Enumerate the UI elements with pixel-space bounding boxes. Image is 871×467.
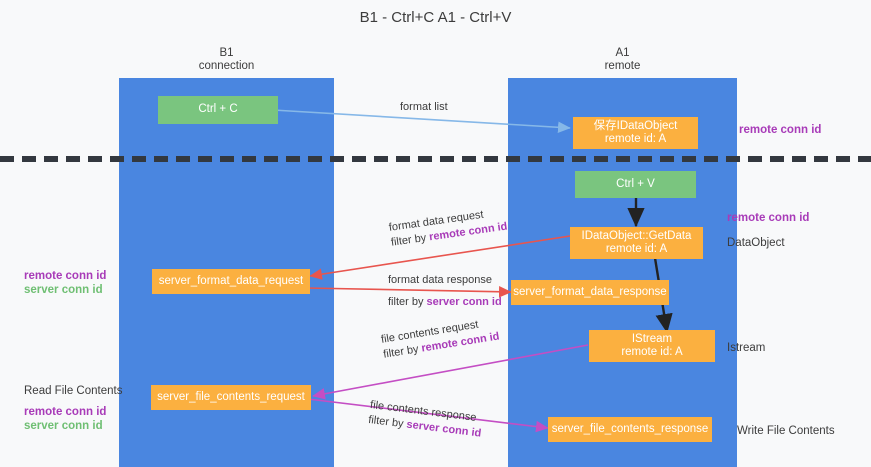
side-label-left-server-conn-id-2: server conn id <box>24 420 103 432</box>
side-label-left-server-conn-id-1: server conn id <box>24 284 103 296</box>
box-ctrl-v-label: Ctrl + V <box>616 177 655 190</box>
arrow-label-format-data-response-line1: format data response <box>388 274 492 286</box>
arrow-label-format-data-response-line2: filter by server conn id <box>388 295 502 310</box>
box-server-format-data-response[interactable]: server_format_data_response <box>511 280 669 305</box>
lane-header-b1: B1 connection <box>149 47 304 73</box>
box-server-file-contents-request[interactable]: server_file_contents_request <box>151 385 311 410</box>
box-save-idataobject-line1: 保存IDataObject <box>593 119 678 132</box>
arrow-label-format-list: format list <box>400 101 448 113</box>
side-label-dataobject: DataObject <box>727 237 785 249</box>
box-server-file-contents-response-label: server_file_contents_response <box>551 422 709 435</box>
lane-a1-name: A1 <box>615 47 630 59</box>
side-label-istream: Istream <box>727 342 766 354</box>
box-ctrl-v[interactable]: Ctrl + V <box>575 171 696 198</box>
box-getdata-line2: remote id: A <box>605 243 668 255</box>
box-idataobject-getdata[interactable]: IDataObject::GetData remote id: A <box>570 227 703 259</box>
lane-a1-role: remote <box>604 60 641 72</box>
box-server-format-data-response-label: server_format_data_response <box>513 285 667 298</box>
arrow-label-file-contents-response: file contents response filter by server … <box>367 398 484 442</box>
box-getdata-line1: IDataObject::GetData <box>581 229 692 242</box>
side-label-left-remote-conn-id-2: remote conn id <box>24 406 107 418</box>
box-ctrl-c-label: Ctrl + C <box>198 103 238 116</box>
side-label-read-file-contents: Read File Contents <box>24 385 123 397</box>
filter-prefix: filter by <box>367 413 408 431</box>
filter-prefix: filter by <box>388 296 427 308</box>
box-save-idataobject[interactable]: 保存IDataObject remote id: A <box>573 117 698 149</box>
lane-header-a1: A1 remote <box>545 47 700 73</box>
side-label-write-file-contents: Write File Contents <box>737 425 835 437</box>
side-label-remote-conn-id-getdata: remote conn id <box>727 212 810 224</box>
box-server-format-data-request[interactable]: server_format_data_request <box>152 269 310 294</box>
arrow-label-format-data-response: format data response filter by server co… <box>388 273 502 310</box>
box-save-idataobject-line2: remote id: A <box>604 133 667 145</box>
arrow-label-file-contents-request: file contents request filter by remote c… <box>380 315 501 363</box>
side-label-remote-conn-id-top: remote conn id <box>739 124 822 136</box>
box-server-format-data-request-label: server_format_data_request <box>158 274 304 287</box>
box-ctrl-c[interactable]: Ctrl + C <box>158 96 278 124</box>
phase-divider <box>0 156 871 162</box>
title-line-2: A1 - Ctrl+V <box>437 9 512 26</box>
lane-b1-name: B1 <box>219 47 234 59</box>
title-line-1: B1 - Ctrl+C <box>359 9 435 26</box>
box-server-file-contents-request-label: server_file_contents_request <box>157 390 305 403</box>
box-server-file-contents-response[interactable]: server_file_contents_response <box>548 417 712 442</box>
arrow-label-format-data-request: format data request filter by remote con… <box>388 205 508 251</box>
filter-prefix: filter by <box>390 231 431 249</box>
box-istream-line2: remote id: A <box>621 346 683 358</box>
page-title: B1 - Ctrl+C A1 - Ctrl+V <box>0 8 871 28</box>
filter-key-server-conn-id: server conn id <box>426 296 502 308</box>
lane-b1-role: connection <box>198 60 255 72</box>
box-istream-line1: IStream <box>631 332 673 345</box>
side-label-left-remote-conn-id-1: remote conn id <box>24 270 107 282</box>
box-istream[interactable]: IStream remote id: A <box>589 330 715 362</box>
